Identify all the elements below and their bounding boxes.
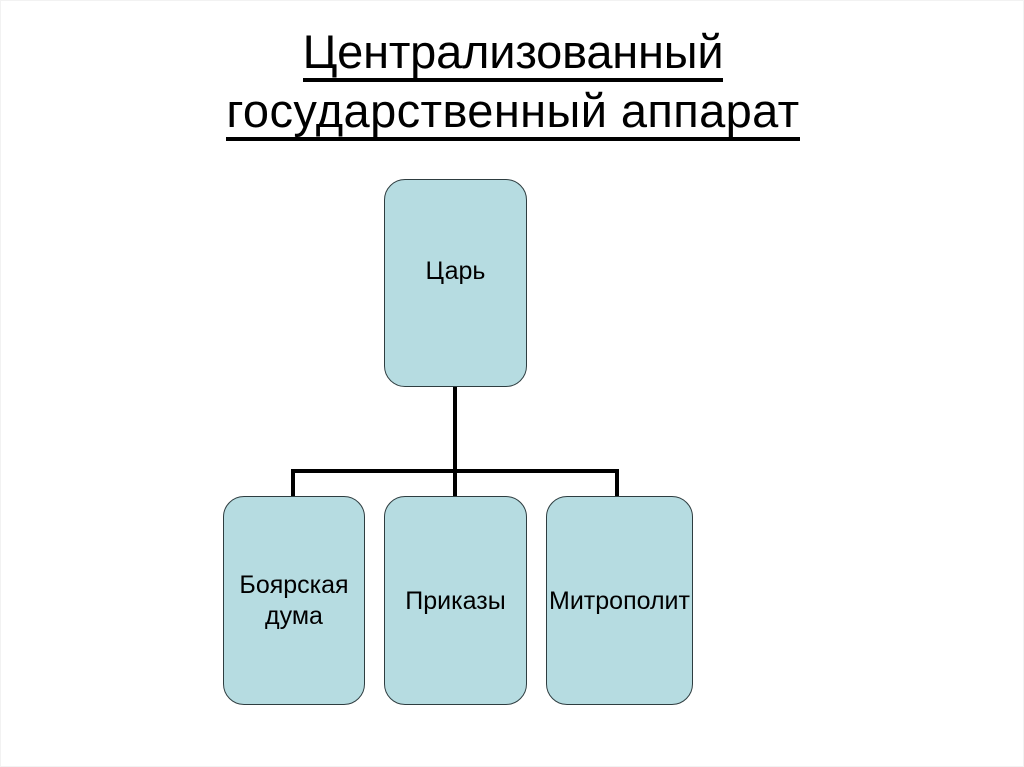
page-title-line-1: Централизованный <box>302 23 724 82</box>
node-mitropolit[interactable]: Митрополит <box>546 496 693 705</box>
page-title-line-1-text: Централизованный <box>302 25 724 78</box>
page-title: Централизованный государственный аппарат <box>1 23 1023 141</box>
node-tsar[interactable]: Царь <box>384 179 527 387</box>
connector-drop-prikazy <box>453 469 457 498</box>
connector-trunk-tsar <box>453 387 457 473</box>
node-boyarskaya-duma-label: Боярская дума <box>239 570 349 630</box>
node-tsar-label: Царь <box>425 257 486 285</box>
node-mitropolit-label: Митрополит <box>549 586 690 615</box>
node-prikazy-label: Приказы <box>405 586 506 615</box>
page-title-line-2-text: государственный аппарат <box>226 84 800 137</box>
node-prikazy[interactable]: Приказы <box>384 496 527 705</box>
connector-drop-boyar <box>291 469 295 498</box>
connector-drop-mitropolit <box>615 469 619 498</box>
node-boyarskaya-duma[interactable]: Боярская дума <box>223 496 365 705</box>
page-title-line-2: государственный аппарат <box>226 82 800 141</box>
